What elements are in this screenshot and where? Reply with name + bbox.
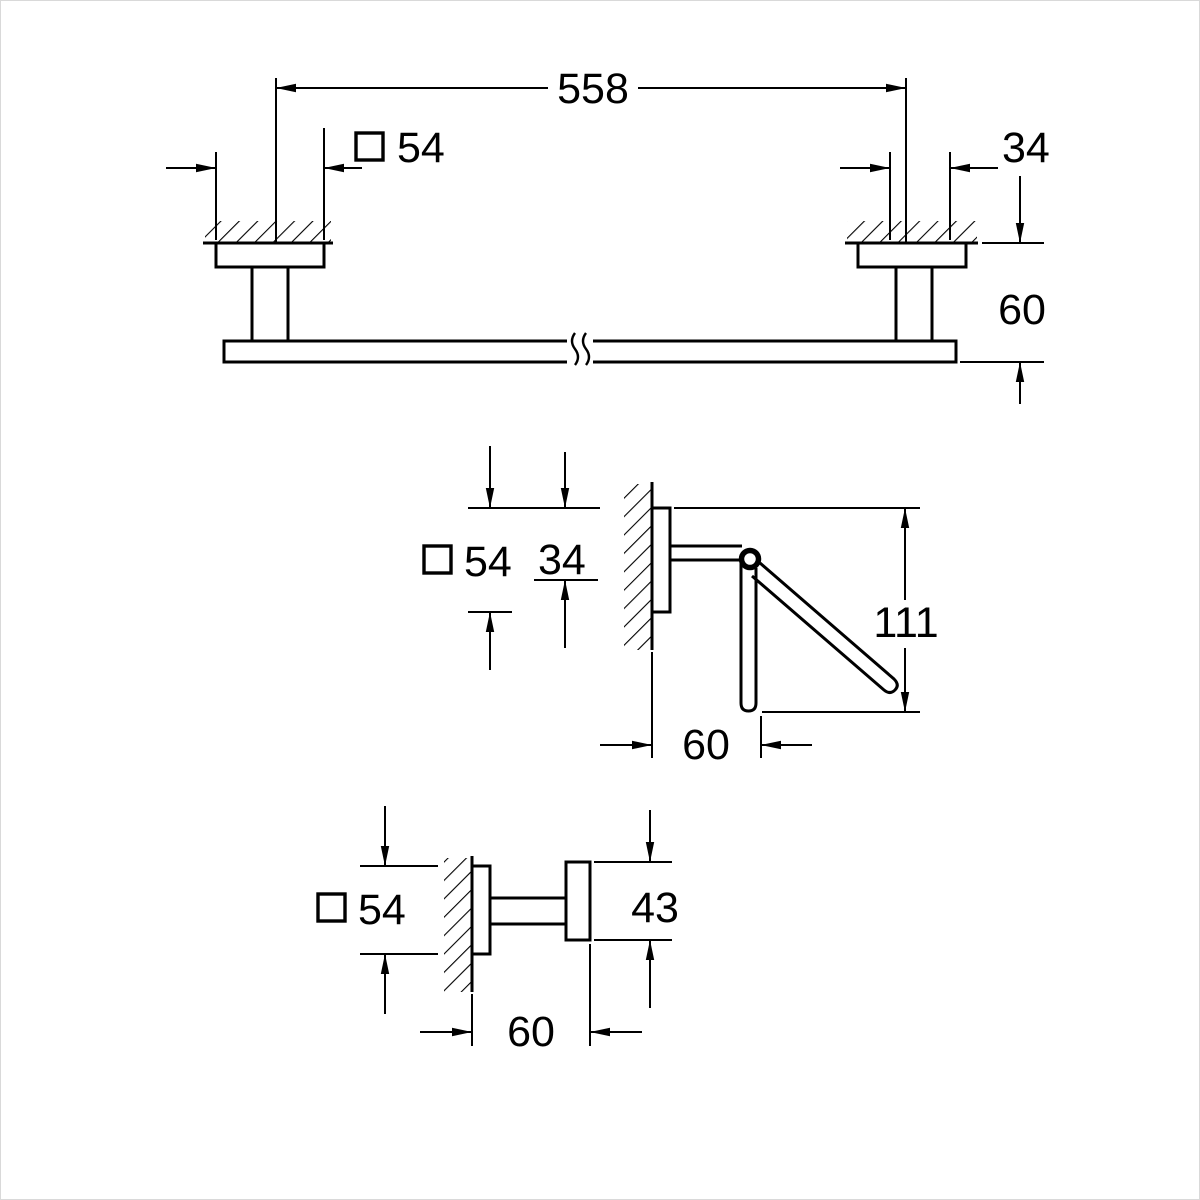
square-profile-icon [422,544,453,575]
dim-plate-54: 54 [166,124,445,240]
dim-offset-34: 34 [534,452,598,648]
mounting-plate [470,864,492,956]
dim-height-111: 111 [674,507,939,713]
dim-plate-54: 54 [316,806,438,1014]
roll-rod [739,562,758,713]
wall-hatch [444,858,472,992]
dim-558-label: 558 [557,65,629,113]
dim-projection-60: 60 [420,944,642,1056]
mounting-plate-right [856,241,968,269]
hook-view: 54 43 60 [316,806,679,1056]
dim-54-label: 54 [358,886,406,934]
dim-54-label: 54 [464,538,512,586]
square-profile-icon [354,131,385,162]
mounting-plate-left [214,241,326,269]
square-profile-icon [316,892,347,923]
dim-111-label: 111 [873,599,938,647]
break-line [570,332,580,366]
hook-head [564,860,592,942]
towel-bar-view: 558 54 34 60 [166,65,1050,404]
dim-head-43: 43 [594,810,679,1008]
pivot-pin [738,547,762,571]
dim-plate-54: 54 [422,446,600,670]
wall-hatch-left [205,221,331,243]
dim-bracket-34: 34 [840,124,1050,240]
wall-hatch-right [847,221,977,243]
dim-34-label: 34 [1002,124,1050,172]
dim-60-label: 60 [507,1008,555,1056]
dim-60-label: 60 [682,721,730,769]
dim-34-label: 34 [538,536,586,584]
paper-holder-view: 54 34 111 60 [422,446,939,769]
post-right [894,265,934,343]
wall-hatch [624,484,652,650]
dim-projection-60: 60 [600,652,812,769]
dim-60-label: 60 [998,286,1046,334]
cover-flap [751,561,899,694]
dim-width-558: 558 [275,65,907,243]
post-left [250,265,290,343]
break-line [581,332,591,366]
dim-54-label: 54 [397,124,445,172]
break-symbol [567,332,593,366]
dim-depth-60: 60 [960,176,1046,404]
mounting-plate [650,506,672,614]
dim-43-label: 43 [631,884,679,932]
